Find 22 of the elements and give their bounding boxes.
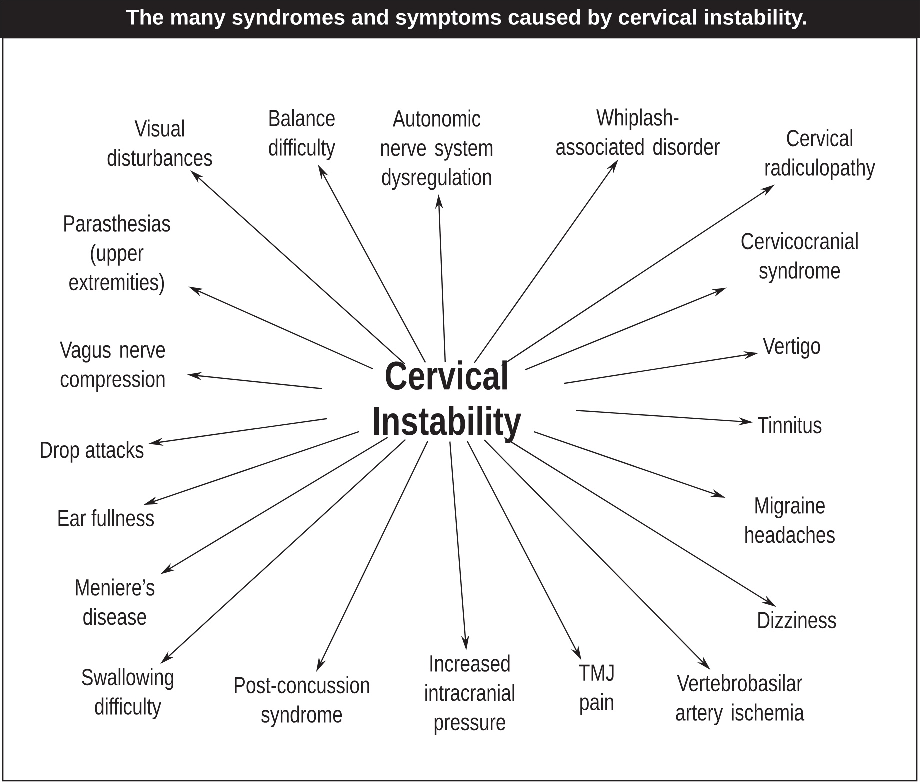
symptom-label: Autonomic nerve system dysregulation bbox=[381, 110, 493, 190]
symptom-label: Post-concussion syndrome bbox=[235, 676, 370, 728]
symptom-label: Vertebrobasilar artery ischemia bbox=[676, 674, 805, 726]
symptom-label: Cervicocranial syndrome bbox=[742, 232, 858, 284]
symptom-label: Tinnitus bbox=[758, 416, 822, 434]
symptom-label: Dizziness bbox=[758, 611, 836, 629]
symptom-label: Balance difficulty bbox=[269, 109, 336, 161]
symptom-label: Drop attacks bbox=[41, 441, 144, 463]
title-bar: The many syndromes and symptoms caused by cervical instability. bbox=[0, 0, 920, 38]
symptom-label: Whiplash-associated disorder bbox=[556, 108, 720, 156]
symptom-label: Visual disturbances bbox=[108, 120, 212, 166]
symptom-label: Swallowing difficulty bbox=[82, 668, 174, 720]
symptom-label: Ear fullness bbox=[58, 509, 154, 527]
symptom-label: Increased intracranial pressure bbox=[426, 654, 514, 736]
symptom-label: TMJ pain bbox=[579, 664, 614, 716]
symptom-label: Vagus nerve compression bbox=[60, 342, 166, 392]
symptom-label: Cervical radiculopathy bbox=[766, 129, 876, 181]
symptom-label: Vertigo bbox=[763, 337, 820, 359]
symptom-label: Migraine headaches bbox=[746, 496, 835, 544]
symptom-label: Parasthesias (upper extremities) bbox=[64, 214, 170, 296]
symptom-label: Meniere’s disease bbox=[76, 578, 155, 626]
central-label: Cervical Instability bbox=[374, 360, 522, 444]
